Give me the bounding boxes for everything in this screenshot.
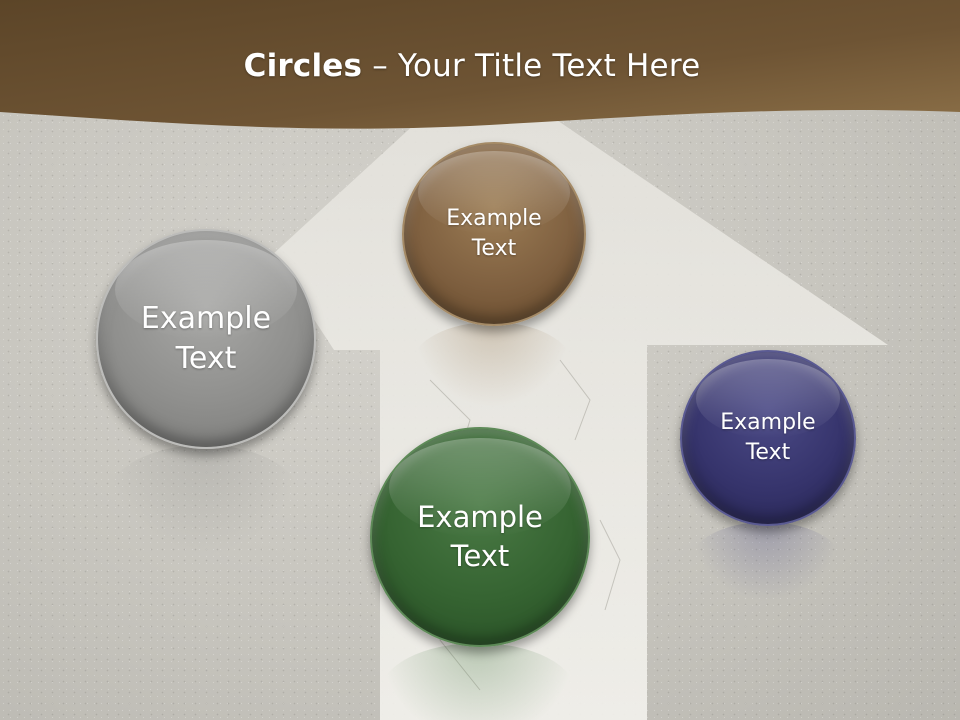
green-circle-label-line2: Text (450, 539, 510, 573)
navy-circle-label-line2: Text (745, 440, 791, 465)
title-rest-text: – Your Title Text Here (362, 48, 701, 84)
title-bold-text: Circles (243, 48, 363, 84)
gray-circle-label-line1: Example (140, 300, 272, 336)
title-band (0, 0, 960, 129)
slide-title[interactable]: Circles – Your Title Text Here (0, 48, 944, 84)
brown-circle-label-line2: Text (471, 236, 517, 261)
gray-circle-label-line2: Text (175, 341, 237, 376)
brown-circle-label-line1: Example (446, 206, 542, 232)
navy-circle-label-line1: Example (720, 410, 816, 436)
green-circle-label-line1: Example (417, 499, 543, 534)
